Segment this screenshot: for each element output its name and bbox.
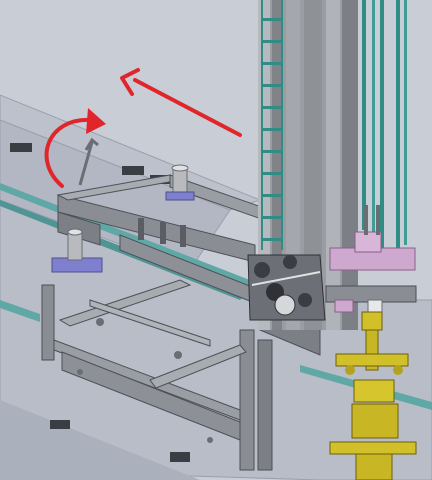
gripper-jaw <box>274 294 296 316</box>
ladder-rung <box>262 150 282 153</box>
mast-tube <box>304 0 322 330</box>
clamp-rod <box>364 205 368 235</box>
carriage-bolt <box>180 225 186 247</box>
deck-hole <box>170 452 190 462</box>
wellhead <box>329 311 417 480</box>
mast-tube <box>326 0 340 330</box>
direction-arrowhead <box>120 68 140 96</box>
bolt <box>207 437 213 443</box>
actuator-block <box>165 191 195 201</box>
cylinder-top <box>67 228 83 236</box>
frame-beam <box>58 279 192 327</box>
deck-hole <box>10 143 32 152</box>
wellhead-valve <box>393 365 403 375</box>
arrow-up-left-icon <box>120 68 242 137</box>
deck-hole <box>50 420 70 429</box>
frame-leg <box>257 339 273 471</box>
clamp-pad <box>334 299 354 313</box>
mast-tube <box>342 0 358 330</box>
bolt <box>77 369 83 375</box>
guide-strip <box>372 0 375 240</box>
rotation-arc <box>44 117 92 188</box>
center-actuator <box>165 164 195 201</box>
actuator-cylinder <box>172 167 188 194</box>
ladder-rung <box>262 84 282 87</box>
ladder-rung <box>262 238 282 241</box>
guide-strip <box>404 0 407 245</box>
support-frame <box>41 279 273 471</box>
ladder-rung <box>262 40 282 43</box>
ladder-rung <box>262 216 282 219</box>
deck-hole <box>122 166 144 175</box>
ladder-rung <box>262 18 282 21</box>
wellhead-cap <box>361 311 383 331</box>
wellhead-arm <box>335 353 409 367</box>
wellhead-body <box>351 403 399 439</box>
wellhead-flange <box>353 379 395 403</box>
wellhead-base <box>355 453 393 480</box>
rail <box>0 300 40 322</box>
gripper-joint <box>254 262 270 278</box>
actuator-cylinder <box>67 231 83 261</box>
frame-beam <box>61 351 241 441</box>
left-actuator <box>51 228 103 273</box>
bolt <box>174 351 182 359</box>
ladder-rung <box>262 194 282 197</box>
clamp-assembly <box>325 205 417 321</box>
carriage-side <box>57 211 101 246</box>
gripper-joint <box>298 293 312 307</box>
ladder-rung <box>262 62 282 65</box>
direction-arrow-shaft <box>133 78 242 137</box>
ladder-rung <box>262 128 282 131</box>
wellhead-arm <box>329 441 417 455</box>
clamp-rod <box>376 205 380 235</box>
rotate-clockwise-icon <box>44 108 106 188</box>
mast-tube <box>286 0 300 330</box>
bolt <box>96 318 104 326</box>
guide-strip <box>362 0 366 230</box>
frame-leg <box>239 329 255 471</box>
gripper-head <box>247 254 326 321</box>
mast-tube <box>272 0 282 330</box>
frame-beam <box>89 299 211 347</box>
guide-strip <box>396 0 400 250</box>
carriage-bolt <box>138 218 144 240</box>
right-guides <box>362 0 407 250</box>
gripper-link <box>251 271 321 286</box>
cylinder-top <box>171 164 189 172</box>
frame-leg <box>41 284 55 361</box>
wellhead-valve <box>345 365 355 375</box>
carriage-bolt <box>160 222 166 244</box>
lever-handle <box>78 137 99 186</box>
frame-beam <box>53 339 241 421</box>
ladder-rung <box>262 172 282 175</box>
guide-strip <box>380 0 384 250</box>
frame-beam <box>149 344 247 389</box>
gripper-joint <box>283 255 297 269</box>
ladder-rung <box>262 106 282 109</box>
rotation-arrowhead <box>86 108 106 134</box>
ladder-rungs <box>262 18 282 241</box>
